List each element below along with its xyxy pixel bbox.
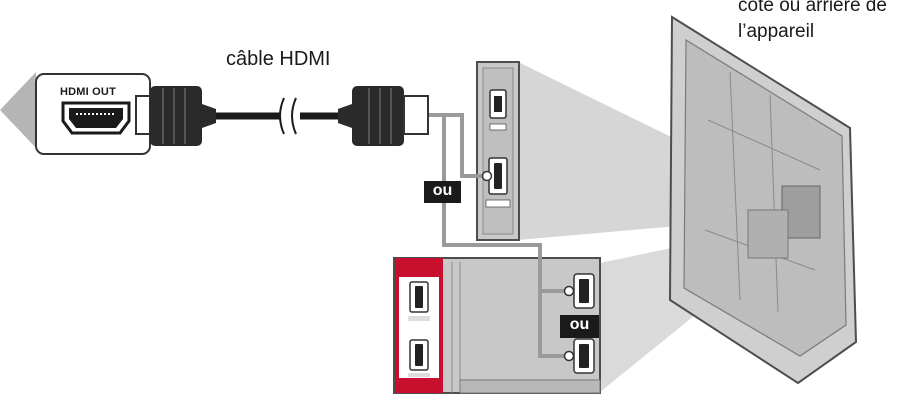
wire-end-rear-hdmi-1 xyxy=(563,285,575,297)
wire-end-rear-hdmi-2 xyxy=(563,350,575,362)
hdmi-cable xyxy=(135,86,429,146)
or-badge-rear: ou xyxy=(560,315,599,338)
closeup-port-1-slot xyxy=(579,279,589,303)
side-hdmi-port xyxy=(485,157,511,208)
cable-label: câble HDMI xyxy=(226,48,331,70)
cable-plug-right-body xyxy=(352,86,404,146)
device-location-label: côté ou arrière de l’appareil xyxy=(738,0,887,45)
rear-panel-edge xyxy=(451,262,461,393)
rear-panel-port-2-closeup xyxy=(573,338,595,374)
closeup-port-2-slot xyxy=(579,344,589,368)
television xyxy=(668,15,858,385)
red-highlight-header xyxy=(399,262,439,277)
or-badge-side: ou xyxy=(424,181,461,203)
source-direction-arrow xyxy=(0,72,36,148)
highlighted-hdmi-block xyxy=(395,258,443,393)
cable-break-right xyxy=(291,97,297,135)
wire-end-side-hdmi xyxy=(481,170,493,182)
rear-hdmi-port-2-slot xyxy=(415,344,423,366)
cable-break-left xyxy=(279,97,285,135)
device-location-line-2: l’appareil xyxy=(738,21,815,42)
rear-panel-port-1-closeup xyxy=(573,273,595,309)
rear-hdmi-port-1-tag xyxy=(408,316,430,321)
usb-port-tag xyxy=(489,123,507,131)
side-panel-zoom xyxy=(476,61,520,241)
red-highlight-footer xyxy=(399,378,439,389)
cable-plug-left-strain-relief xyxy=(202,104,216,128)
red-highlight-frame xyxy=(395,258,443,393)
side-hdmi-port-slot xyxy=(494,163,502,189)
tv-back-cover xyxy=(683,38,847,357)
cable-plug-left-tip xyxy=(135,95,151,135)
rear-hdmi-port-2 xyxy=(408,339,430,377)
source-device xyxy=(0,72,151,155)
usb-port xyxy=(489,89,507,131)
cable-plug-right-grip xyxy=(368,88,392,144)
hdmi-out-port xyxy=(61,101,131,135)
wire-to-side-hdmi xyxy=(428,113,484,178)
tv-back-details xyxy=(704,71,821,313)
rear-panel-recess xyxy=(459,379,601,394)
cable-plug-right-strain-relief xyxy=(338,104,352,128)
hdmi-out-label: HDMI OUT xyxy=(60,86,116,98)
cable-plug-left-grip xyxy=(162,88,186,144)
rear-hdmi-port-2-tag xyxy=(408,373,430,377)
wire-to-rear-hdmi-2 xyxy=(538,245,566,358)
cable-plug-left-body xyxy=(150,86,202,146)
usb-port-slot xyxy=(494,96,502,112)
rear-hdmi-port-1-slot xyxy=(415,286,423,308)
device-location-line-1: côté ou arrière de xyxy=(738,0,887,16)
rear-hdmi-port-1 xyxy=(408,281,430,321)
cable-plug-right-tip xyxy=(403,95,429,135)
hdmi-out-port-inner xyxy=(69,108,123,128)
side-hdmi-port-tag xyxy=(485,199,511,208)
tv-stand xyxy=(747,209,789,259)
